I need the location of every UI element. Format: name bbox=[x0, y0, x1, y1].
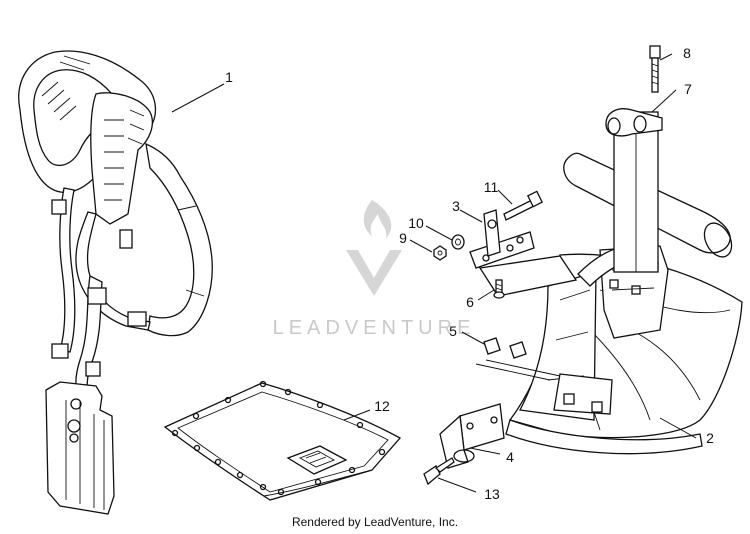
footer-credit: Rendered by LeadVenture, Inc. bbox=[291, 515, 459, 529]
callout-5: 5 bbox=[449, 323, 457, 339]
part-9-nut bbox=[433, 245, 447, 261]
part-10-washer bbox=[451, 234, 465, 250]
part-7-clamp bbox=[605, 108, 663, 273]
callout-12: 12 bbox=[374, 398, 390, 414]
callout-6: 6 bbox=[466, 294, 474, 310]
callout-3: 3 bbox=[452, 198, 460, 214]
leader-lines bbox=[171, 53, 697, 493]
callout-4: 4 bbox=[506, 449, 514, 465]
watermark: LEADVENTURE bbox=[273, 200, 476, 339]
part-8-bolt bbox=[649, 45, 661, 93]
callout-13: 13 bbox=[484, 486, 500, 502]
part-13-screw bbox=[423, 457, 455, 486]
part-2-shield bbox=[478, 245, 743, 455]
part-11-bolt bbox=[503, 190, 543, 221]
watermark-v-icon bbox=[346, 250, 402, 296]
part-4-bracket-plate bbox=[439, 403, 505, 469]
callout-10: 10 bbox=[408, 215, 424, 231]
part-1-harness bbox=[18, 50, 213, 515]
callout-2: 2 bbox=[706, 430, 714, 446]
part-12-plate bbox=[163, 380, 402, 501]
callout-11: 11 bbox=[484, 179, 499, 195]
part-6-screw bbox=[493, 279, 505, 299]
callout-8: 8 bbox=[683, 45, 691, 61]
watermark-text: LEADVENTURE bbox=[273, 317, 476, 339]
part-5-clips bbox=[475, 337, 561, 381]
part-3-bracket bbox=[469, 209, 535, 269]
callout-7: 7 bbox=[684, 81, 692, 97]
callout-9: 9 bbox=[399, 230, 407, 246]
watermark-flame-icon bbox=[363, 200, 392, 238]
callout-1: 1 bbox=[225, 69, 233, 85]
callouts: 1 2 3 4 5 6 7 8 9 10 11 12 13 bbox=[225, 45, 714, 502]
